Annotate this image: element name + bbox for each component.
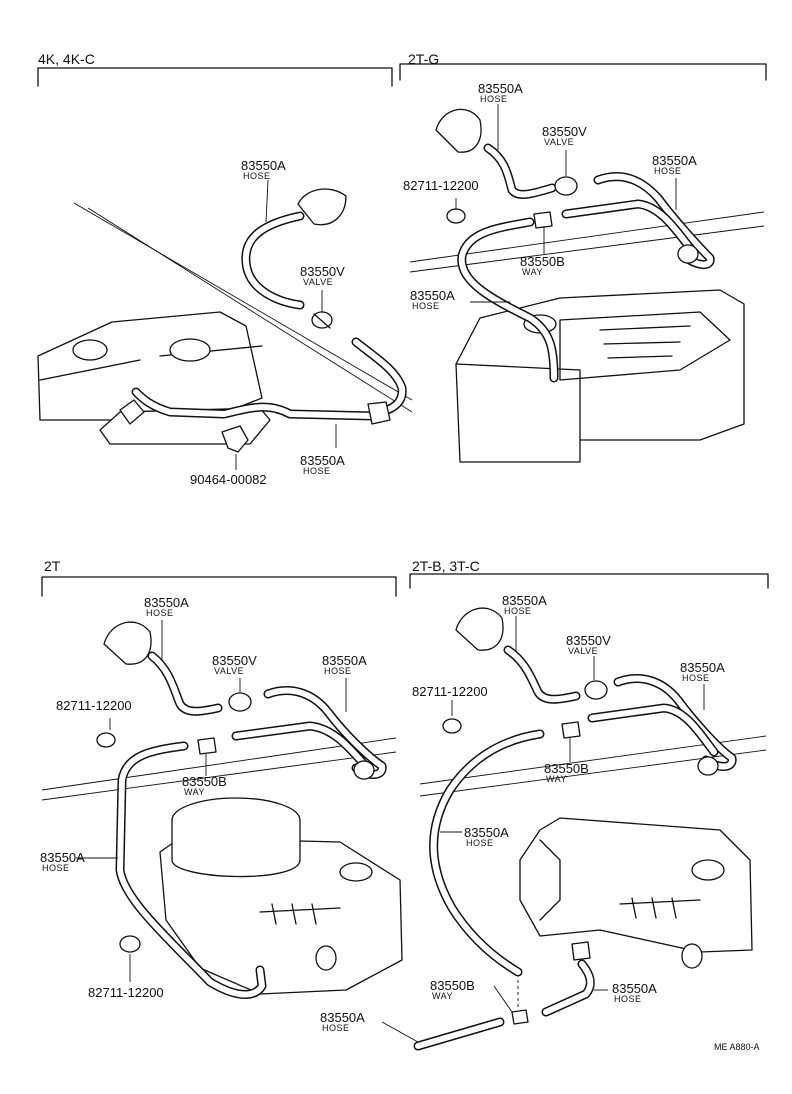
label-br-way-2: 83550B xyxy=(430,978,475,993)
label-tl-valve: 83550V xyxy=(300,264,345,279)
section-bracket-2tg xyxy=(399,63,767,81)
label-tr-clip: 82711-12200 xyxy=(403,178,479,193)
label-br-hose-d: 83550A xyxy=(612,981,657,996)
fender-line xyxy=(73,202,413,401)
label-tr-hose-b-desc: HOSE xyxy=(654,166,682,176)
hose-fitting xyxy=(353,760,375,780)
hose-clamp xyxy=(221,425,249,453)
label-tl-hose-a: 83550A xyxy=(241,158,286,173)
label-tr-hose-c-desc: HOSE xyxy=(412,301,440,311)
hose-clip-2 xyxy=(119,935,141,953)
label-br-way-2-desc: WAY xyxy=(432,991,453,1001)
label-tl-clamp: 90464-00082 xyxy=(190,472,267,487)
label-bl-way-desc: WAY xyxy=(184,787,205,797)
label-br-hose-e-desc: HOSE xyxy=(322,1023,350,1033)
check-valve xyxy=(554,176,578,196)
hose-upper xyxy=(241,211,305,310)
label-tr-hose-b: 83550A xyxy=(652,153,697,168)
reservoir-body xyxy=(37,311,263,421)
way-connector xyxy=(533,211,553,229)
label-tl-hose-b: 83550A xyxy=(300,453,345,468)
label-bl-valve-desc: VALVE xyxy=(214,666,244,676)
intake-fitting xyxy=(455,607,504,651)
section-title-2tb: 2T-B, 3T-C xyxy=(412,558,480,574)
label-br-hose-c-desc: HOSE xyxy=(466,838,494,848)
section-title-2tg: 2T-G xyxy=(408,51,439,67)
label-bl-clip-1: 82711-12200 xyxy=(56,698,132,713)
label-bl-hose-a-desc: HOSE xyxy=(146,608,174,618)
label-bl-valve: 83550V xyxy=(212,653,257,668)
label-tl-hose-b-desc: HOSE xyxy=(303,466,331,476)
label-br-valve-desc: VALVE xyxy=(568,646,598,656)
section-bracket-2tb xyxy=(409,573,769,589)
label-br-way: 83550B xyxy=(544,761,589,776)
label-tr-way-desc: WAY xyxy=(522,267,543,277)
label-br-hose-b-desc: HOSE xyxy=(682,673,710,683)
section-title-2t: 2T xyxy=(44,558,61,574)
label-tr-hose-c: 83550A xyxy=(410,288,455,303)
label-bl-hose-a: 83550A xyxy=(144,595,189,610)
label-tr-way: 83550B xyxy=(520,254,565,269)
way-connector-lower xyxy=(511,1009,529,1025)
hose-fitting xyxy=(677,244,699,264)
label-br-hose-e: 83550A xyxy=(320,1010,365,1025)
reservoir-cap xyxy=(72,339,108,361)
hose-fitting xyxy=(697,756,719,776)
hose-fitting xyxy=(367,401,391,425)
label-tr-valve: 83550V xyxy=(542,124,587,139)
engine-block xyxy=(455,289,745,463)
label-tr-valve-desc: VALVE xyxy=(544,137,574,147)
fender-line-2 xyxy=(87,207,413,413)
label-bl-clip-2: 82711-12200 xyxy=(88,985,164,1000)
diagram-4k xyxy=(37,179,413,470)
check-valve xyxy=(228,692,252,712)
label-br-way-desc: WAY xyxy=(546,774,567,784)
label-br-hose-c: 83550A xyxy=(464,825,509,840)
vacuum-port xyxy=(681,943,703,969)
vacuum-tee xyxy=(571,941,591,961)
section-bracket-2t xyxy=(41,576,397,597)
section-bracket-4k xyxy=(37,67,393,87)
intake-fitting xyxy=(297,188,347,226)
label-br-valve: 83550V xyxy=(566,633,611,648)
label-br-hose-b: 83550A xyxy=(680,660,725,675)
intake-fitting xyxy=(103,621,152,665)
hose-clip xyxy=(442,718,462,734)
label-br-hose-d-desc: HOSE xyxy=(614,994,642,1004)
way-connector xyxy=(561,721,581,739)
label-bl-way: 83550B xyxy=(182,774,227,789)
label-tl-hose-a-desc: HOSE xyxy=(243,171,271,181)
way-connector xyxy=(197,737,217,755)
label-bl-hose-b-desc: HOSE xyxy=(324,666,352,676)
vacuum-port xyxy=(119,399,145,425)
check-valve xyxy=(584,680,608,700)
engine-block xyxy=(519,817,753,953)
figure-code: ME A880-A xyxy=(714,1042,760,1052)
cap xyxy=(339,862,373,882)
hose-clip xyxy=(446,208,466,224)
label-bl-hose-c-desc: HOSE xyxy=(42,863,70,873)
diagram-2t xyxy=(41,620,403,999)
label-bl-hose-c: 83550A xyxy=(40,850,85,865)
diagram-2tg xyxy=(409,104,765,463)
label-br-clip: 82711-12200 xyxy=(412,684,488,699)
air-cleaner-body xyxy=(171,820,301,878)
section-title-4k: 4K, 4K-C xyxy=(38,51,95,67)
reservoir-cap-2 xyxy=(169,338,211,362)
label-bl-hose-b: 83550A xyxy=(322,653,367,668)
label-tr-hose-a-desc: HOSE xyxy=(480,94,508,104)
diagram-2tb xyxy=(381,607,767,1051)
label-tr-hose-a: 83550A xyxy=(478,81,523,96)
hose-clip xyxy=(96,732,116,748)
cap xyxy=(691,859,725,881)
intake-fitting xyxy=(435,108,482,153)
label-br-hose-a: 83550A xyxy=(502,593,547,608)
label-br-hose-a-desc: HOSE xyxy=(504,606,532,616)
label-tl-valve-desc: VALVE xyxy=(303,277,333,287)
vacuum-port xyxy=(315,945,337,971)
